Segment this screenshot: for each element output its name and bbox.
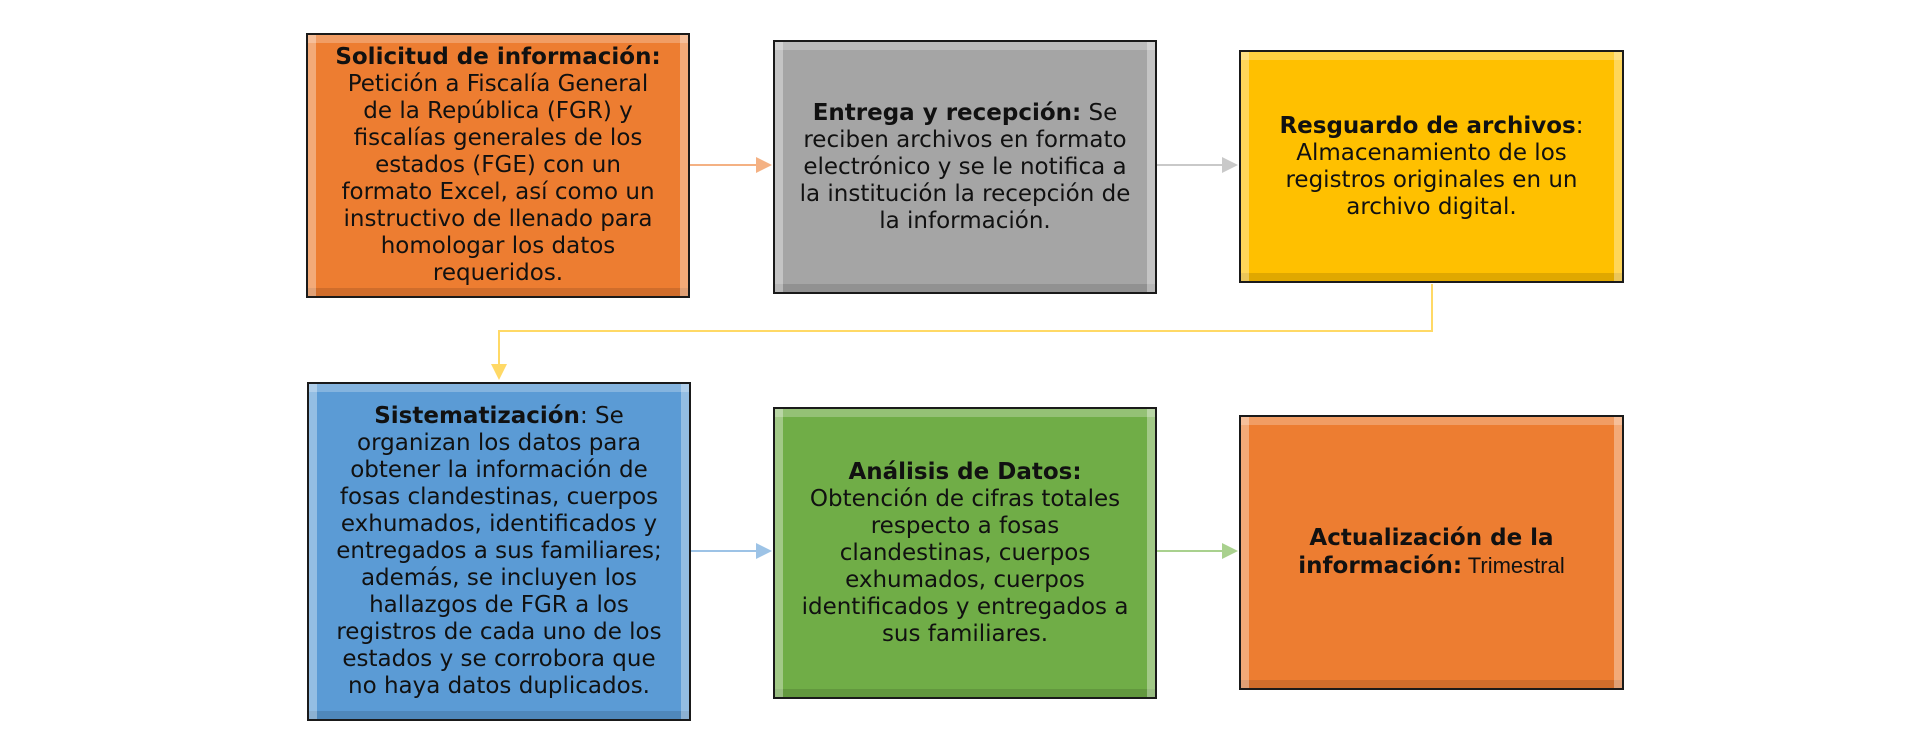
arrow-3-4 (491, 284, 1433, 380)
step-actualizacion-box: Actualización de la información: Trimest… (1239, 415, 1624, 690)
step-resguardo-title: Resguardo de archivos (1279, 112, 1576, 139)
step-analisis-body: Obtención de cifras totales respecto a f… (801, 485, 1129, 647)
step-resguardo-box: Resguardo de archivos: Almacenamiento de… (1239, 50, 1624, 283)
step-sistematizacion-body: : Se organizan los datos para obtener la… (336, 403, 662, 699)
step-entrega-title: Entrega y recepción: (812, 99, 1082, 126)
step-solicitud-body: Petición a Fiscalía General de la Repúbl… (341, 71, 655, 286)
step-analisis-box: Análisis de Datos: Obtención de cifras t… (773, 407, 1157, 699)
step-actualizacion-body: Trimestral (1462, 553, 1565, 578)
step-analisis-title: Análisis de Datos: (848, 458, 1082, 485)
step-sistematizacion-text: Sistematización: Se organizan los datos … (331, 403, 667, 700)
step-actualizacion-text: Actualización de la información: Trimest… (1263, 525, 1600, 580)
step-entrega-box: Entrega y recepción: Se reciben archivos… (773, 40, 1157, 294)
step-entrega-text: Entrega y recepción: Se reciben archivos… (797, 100, 1133, 235)
step-sistematizacion-title: Sistematización (374, 403, 580, 429)
step-entrega-body: Se reciben archivos en formato electróni… (799, 99, 1131, 234)
step-actualizacion-title: Actualización de la información: (1298, 525, 1554, 579)
step-analisis-text: Análisis de Datos: Obtención de cifras t… (797, 459, 1133, 648)
step-solicitud-box: Solicitud de información: Petición a Fis… (306, 33, 690, 298)
step-resguardo-body: : Almacenamiento de los registros origin… (1285, 112, 1584, 220)
step-resguardo-text: Resguardo de archivos: Almacenamiento de… (1263, 113, 1600, 221)
step-solicitud-title: Solicitud de información: (335, 44, 661, 70)
step-solicitud-text: Solicitud de información: Petición a Fis… (330, 44, 666, 287)
step-sistematizacion-box: Sistematización: Se organizan los datos … (307, 382, 691, 721)
